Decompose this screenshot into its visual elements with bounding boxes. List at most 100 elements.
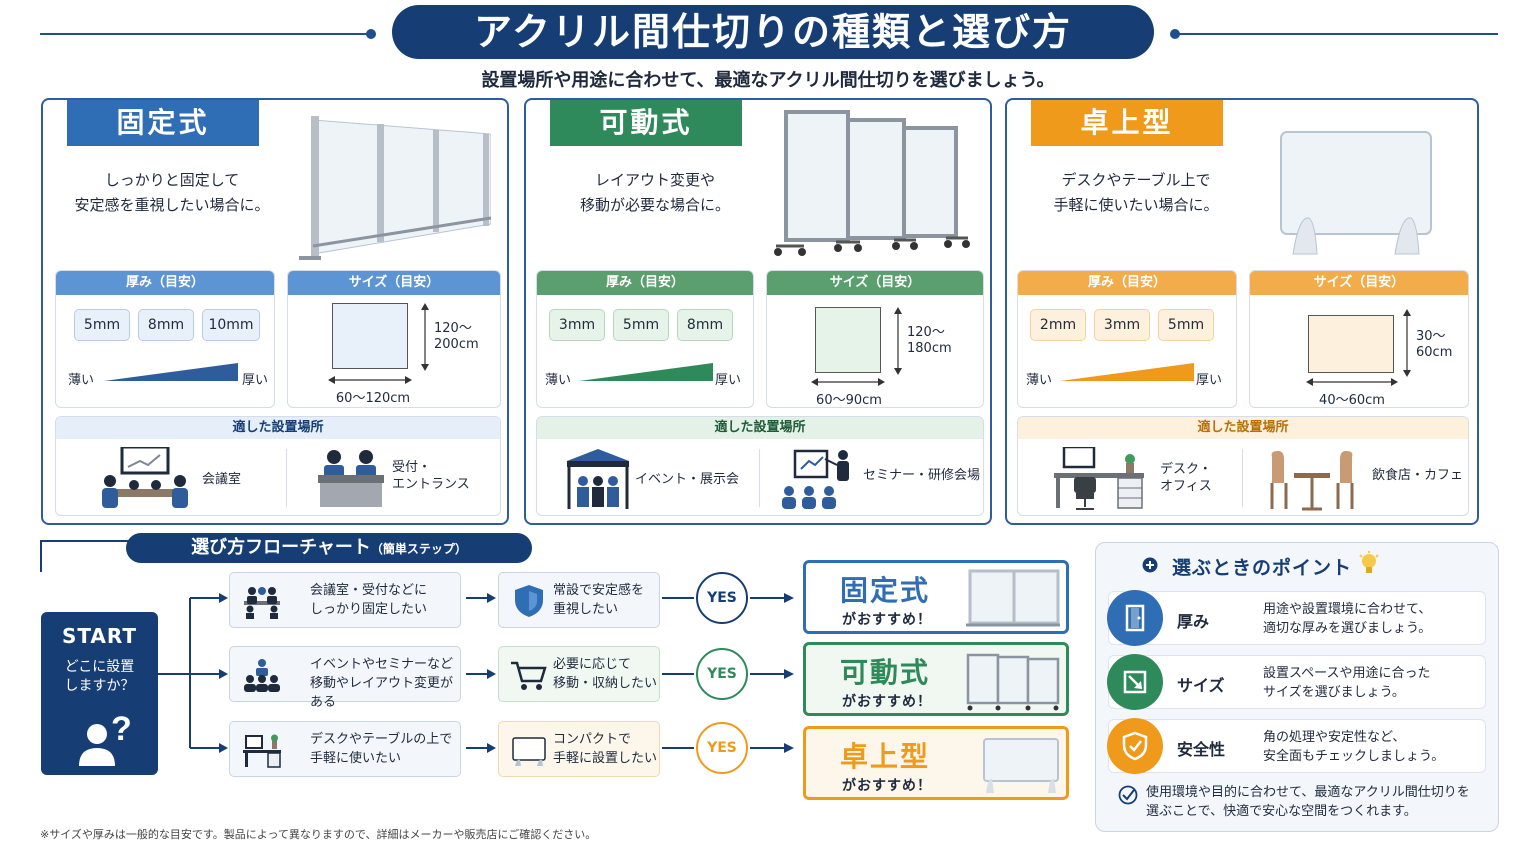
place-divider [759, 449, 760, 507]
shield-icon [515, 585, 543, 617]
flow-text-line2: しっかり固定したい [310, 602, 428, 617]
place-label: 受付・ エントランス [392, 459, 470, 493]
flow-text-line2: 手軽に設置したい [553, 751, 658, 766]
flowchart-title: 選び方フローチャート（簡単ステップ） [126, 533, 532, 563]
height-range: 30～ 60cm [1416, 329, 1452, 361]
result-recommend: がおすすめ！ [842, 778, 932, 794]
point-row: サイズ 設置スペースや用途に合った サイズを選びましょう。 [1107, 654, 1486, 710]
desk-office-icon [1054, 447, 1144, 510]
thickness-chip: 8mm [138, 309, 194, 341]
width-arrow [328, 376, 412, 384]
point-name: 安全性 [1177, 740, 1226, 759]
desktop-partition-thumbnail [983, 738, 1059, 793]
width-arrow [811, 378, 885, 386]
meeting-room-icon [102, 447, 188, 508]
start-box: START どこに設置 しますか？ ? [41, 612, 158, 775]
thickness-chip: 10mm [202, 309, 260, 341]
flow-reason-text: 常設で安定感を 重視したい [553, 581, 644, 619]
reception-icon [318, 450, 384, 507]
result-fixed: 固定式 がおすすめ！ [803, 560, 1069, 634]
person-question-icon: ? [79, 710, 132, 766]
title-line-right [1178, 33, 1498, 35]
flow-text-line1: イベントやセミナーなど [310, 657, 454, 672]
lightbulb-icon [1359, 551, 1379, 573]
flow-text-line1: コンパクトで [553, 732, 632, 747]
size-panel-movable: サイズ（目安） 120～ 180cm 60～90cm [766, 270, 984, 408]
thickness-header: 厚み（目安） [1018, 271, 1236, 295]
thickness-header: 厚み（目安） [537, 271, 753, 295]
result-name: 可動式 [840, 656, 931, 689]
width-arrow [1306, 378, 1398, 386]
event-tent-icon [567, 449, 629, 509]
selection-points-panel: 選ぶときのポイント 厚み 用途や設置環境に合わせて、 適切な厚みを選びましょう。… [1095, 542, 1499, 832]
flow-question-text: イベントやセミナーなど 移動やレイアウト変更がある [310, 655, 460, 712]
places-header: 適した設置場所 [537, 417, 983, 439]
flow-frame-line [40, 540, 42, 572]
flow-question-text: 会議室・受付などに しっかり固定したい [310, 581, 427, 619]
thickness-chip: 5mm [1158, 309, 1214, 341]
place-label-line1: デスク・ [1160, 462, 1212, 477]
thick-label: 厚い [242, 373, 269, 388]
point-desc-line1: 角の処理や安定性など、 [1263, 730, 1406, 745]
place-label: デスク・ オフィス [1160, 461, 1212, 495]
seminar-icon [782, 449, 849, 509]
type-desc-line1: デスクやテーブル上で [1061, 171, 1211, 189]
points-title: 選ぶときのポイント [1172, 557, 1353, 579]
thickness-chip: 8mm [677, 309, 733, 341]
size-panel-fixed: サイズ（目安） 120～ 200cm 60～120cm [287, 270, 501, 408]
point-icon-circle [1107, 718, 1163, 774]
flow-question-box: 会議室・受付などに しっかり固定したい [229, 572, 461, 628]
thickness-wedge [1060, 363, 1194, 381]
type-card-movable: 可動式 レイアウト変更や 移動が必要な場合に。 厚み（目安） 3mm 5mm 8… [524, 98, 992, 525]
place-label-line2: オフィス [1160, 479, 1212, 494]
point-desc: 角の処理や安定性など、 安全面もチェックしましょう。 [1263, 728, 1444, 766]
height-range-line1: 120～ [907, 325, 945, 340]
fixed-partition-illustration [299, 116, 491, 260]
height-range-line2: 180cm [907, 341, 952, 356]
points-summary-line2: 選ぶことで、快適で安心な空間をつくれます。 [1146, 804, 1417, 819]
result-desktop: 卓上型 がおすすめ！ [803, 726, 1069, 800]
thickness-chip: 5mm [74, 309, 130, 341]
height-range-line2: 60cm [1416, 345, 1453, 360]
type-desc-movable: レイアウト変更や 移動が必要な場合に。 [550, 168, 760, 218]
point-desc: 設置スペースや用途に合った サイズを選びましょう。 [1263, 664, 1430, 702]
type-desc-line2: 安定感を重視したい場合に。 [74, 196, 270, 214]
door-icon [1125, 604, 1145, 632]
meeting-people-icon [244, 587, 280, 619]
thickness-chip: 5mm [613, 309, 669, 341]
type-desc-line2: 移動が必要な場合に。 [579, 196, 730, 214]
type-desc-line1: しっかりと固定して [104, 171, 240, 189]
point-desc-line1: 設置スペースや用途に合った [1263, 666, 1431, 681]
size-preview [1308, 315, 1394, 373]
resize-icon [1123, 670, 1147, 694]
thickness-wedge [104, 363, 238, 381]
place-divider [1242, 449, 1243, 507]
svg-text:?: ? [111, 710, 132, 748]
point-row: 厚み 用途や設置環境に合わせて、 適切な厚みを選びましょう。 [1107, 590, 1486, 646]
height-arrow [1403, 309, 1411, 377]
size-header: サイズ（目安） [1250, 271, 1468, 295]
point-row: 安全性 角の処理や安定性など、 安全面もチェックしましょう。 [1107, 718, 1486, 774]
result-recommend: がおすすめ！ [842, 694, 932, 710]
point-desc: 用途や設置環境に合わせて、 適切な厚みを選びましょう。 [1263, 600, 1431, 638]
thick-label: 厚い [1196, 373, 1223, 388]
point-name: 厚み [1177, 612, 1210, 631]
result-name: 固定式 [840, 574, 931, 607]
desktop-shield-icon [512, 737, 546, 766]
flowchart-title-sub: （簡単ステップ） [370, 542, 467, 556]
height-range-line1: 30～ [1416, 329, 1446, 344]
flow-text-line1: 会議室・受付などに [310, 583, 428, 598]
points-summary: 使用環境や目的に合わせて、最適なアクリル間仕切りを 選ぶことで、快適で安心な空間… [1146, 783, 1470, 821]
flow-reason-box: コンパクトで 手軽に設置したい [498, 721, 660, 777]
flow-reason-box: 常設で安定感を 重視したい [498, 572, 660, 628]
place-label: 飲食店・カフェ [1372, 467, 1463, 484]
point-icon-circle [1107, 590, 1163, 646]
yes-badge: YES [696, 648, 748, 700]
height-range-line2: 200cm [434, 337, 479, 352]
size-header: サイズ（目安） [767, 271, 983, 295]
flow-text-line2: 移動やレイアウト変更がある [310, 676, 454, 710]
type-desc-line2: 手軽に使いたい場合に。 [1053, 196, 1219, 214]
height-arrow [421, 303, 429, 371]
places-panel-movable: 適した設置場所 イベント・展示会 セミナー・研修会場 [536, 416, 984, 516]
audience-icon [244, 659, 280, 692]
